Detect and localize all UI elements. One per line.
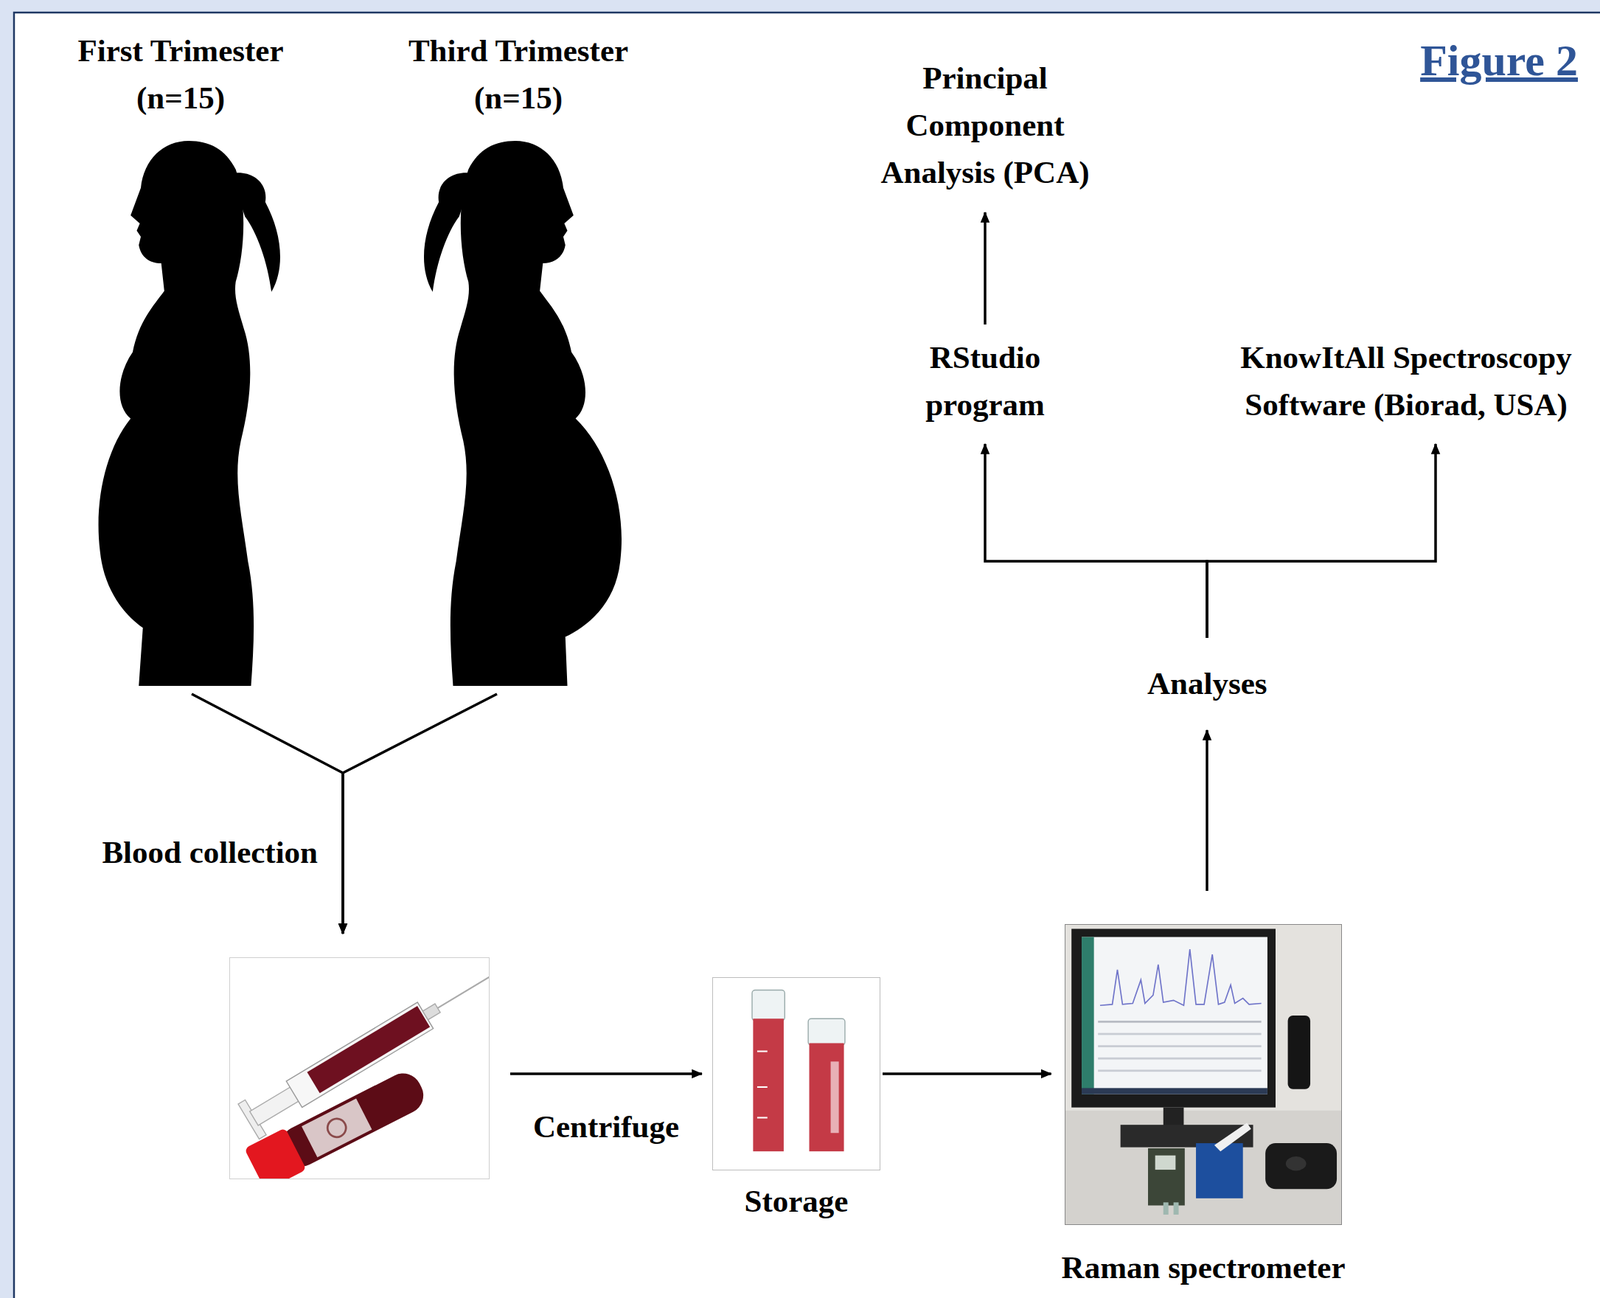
blood-photo-inner <box>238 957 490 1179</box>
image-box <box>229 957 490 1179</box>
node-text: Storage <box>744 1177 849 1225</box>
body-silhouette <box>98 140 255 686</box>
silhouette-third <box>423 140 622 686</box>
table-row <box>1097 1057 1261 1060</box>
node-text: Third Trimester (n=15) <box>392 27 644 122</box>
text-node: Principal Component Analysis (PCA) <box>858 50 1112 201</box>
blood-tube <box>244 1063 431 1179</box>
text-node: RStudio program <box>888 329 1082 433</box>
sticker-mark <box>324 1115 350 1141</box>
graduation <box>757 1116 768 1118</box>
ponytail <box>230 172 281 292</box>
graduation <box>757 1086 768 1088</box>
connector-arrow <box>985 443 1208 638</box>
image-frame <box>1064 923 1342 1225</box>
connector-arrow <box>1205 729 1209 891</box>
tube-sticker <box>301 1098 372 1158</box>
connector-arrow <box>983 212 987 325</box>
vial-cap <box>752 989 785 1021</box>
syringe-tip <box>422 1003 441 1020</box>
vial-body <box>809 1042 845 1151</box>
mouse <box>1285 1156 1307 1171</box>
table-row <box>1097 1032 1261 1036</box>
body-silhouette <box>450 140 622 686</box>
node-text: Principal Component Analysis (PCA) <box>863 54 1107 197</box>
trimester-figure: First Trimester (n=15) <box>55 27 306 692</box>
node-text: Raman spectrometer <box>1061 1243 1346 1292</box>
ponytail <box>423 172 474 292</box>
raman-photo <box>1064 923 1342 1225</box>
silhouettes <box>98 140 622 686</box>
node-text: RStudio program <box>892 334 1078 429</box>
connector-arrow <box>510 1072 702 1076</box>
table-row <box>1097 1044 1261 1048</box>
spectrum <box>1100 948 1262 1005</box>
image-frame <box>712 976 881 1171</box>
graduation <box>757 1049 768 1052</box>
image-box: Storage <box>712 976 881 1225</box>
needle <box>437 966 490 1008</box>
tube-cap <box>244 1127 306 1179</box>
text-node: KnowItAll Spectroscopy Software (Biorad,… <box>1221 329 1592 433</box>
table-row <box>1097 1020 1261 1023</box>
vial-label <box>830 1061 840 1133</box>
wall <box>1064 923 1342 1225</box>
spectrometer-unit <box>1148 1148 1185 1206</box>
speaker <box>1288 1015 1311 1090</box>
storage-photo-inner <box>752 989 845 1151</box>
image-box: Raman spectrometer <box>1061 923 1346 1292</box>
photo-ground <box>712 976 881 1171</box>
storage-photo <box>752 989 845 1151</box>
edge-label: Centrifuge <box>530 1103 683 1151</box>
connector-arrow <box>191 693 343 934</box>
screen <box>1081 937 1268 1095</box>
table-row <box>1097 1069 1261 1072</box>
connector-arrow <box>342 693 497 934</box>
vial-body <box>752 1018 784 1151</box>
vial-cap <box>808 1018 845 1045</box>
silhouette-first <box>98 140 281 686</box>
text-node: Analyses <box>1142 655 1272 712</box>
mouse-pad <box>1265 1142 1337 1189</box>
node-text: KnowItAll Spectroscopy Software (Biorad,… <box>1225 334 1587 429</box>
small-vial <box>1173 1201 1179 1215</box>
desk <box>1064 1110 1342 1225</box>
connector-arrow <box>1207 443 1436 638</box>
node-text: Analyses <box>1147 659 1268 708</box>
unit-screen <box>1155 1155 1177 1170</box>
taskbar <box>1081 1087 1268 1094</box>
blood-photo <box>238 957 490 1179</box>
monitor <box>1071 928 1276 1107</box>
image-frame <box>229 957 490 1179</box>
node-text: First Trimester (n=15) <box>55 27 306 122</box>
small-vial <box>1163 1201 1169 1215</box>
panel <box>14 12 1600 1298</box>
probe-box <box>1195 1142 1244 1199</box>
raman-photo-inner <box>1064 923 1342 1225</box>
screen-sidebar <box>1081 937 1095 1095</box>
probe <box>1214 1122 1252 1151</box>
figure-number: Figure 2 <box>1420 32 1578 89</box>
monitor-stand <box>1163 1107 1185 1126</box>
trimester-figure: Third Trimester (n=15) <box>392 27 644 692</box>
connector-arrow <box>882 1072 1052 1076</box>
edge-label: Blood collection <box>98 828 321 876</box>
